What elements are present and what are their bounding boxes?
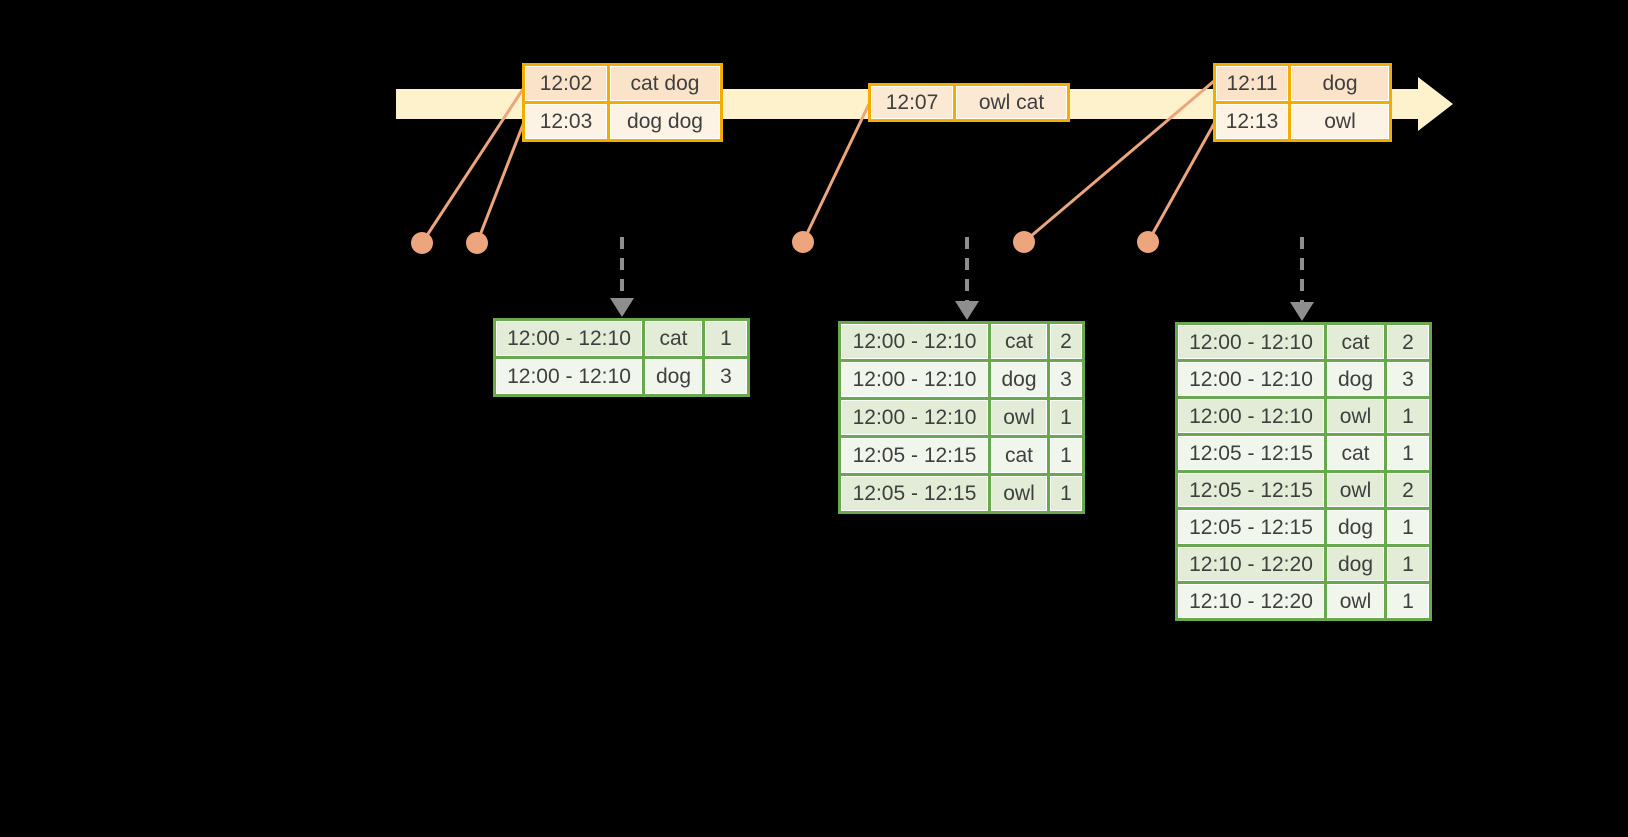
word-cell: dog <box>1327 362 1384 396</box>
event-dot <box>1013 231 1035 253</box>
word-cell: dog <box>1327 510 1384 544</box>
event-time-cell: 12:02 <box>525 66 607 101</box>
result-row: 12:00 - 12:10 dog 3 <box>841 362 1082 397</box>
window-range-cell: 12:05 - 12:15 <box>1178 510 1324 544</box>
word-cell: dog <box>645 359 702 394</box>
word-cell: owl <box>991 400 1047 435</box>
word-cell: cat <box>1327 436 1384 470</box>
result-row: 12:00 - 12:10 dog 3 <box>1178 362 1429 396</box>
window-range-cell: 12:10 - 12:20 <box>1178 584 1324 618</box>
count-cell: 3 <box>1387 362 1429 396</box>
count-cell: 1 <box>1050 400 1082 435</box>
count-cell: 1 <box>1050 476 1082 511</box>
input-row: 12:02 cat dog <box>525 66 720 101</box>
dashed-arrow-head <box>1290 302 1314 321</box>
window-range-cell: 12:00 - 12:10 <box>1178 325 1324 359</box>
word-cell: owl <box>1327 399 1384 433</box>
event-dots <box>411 231 1159 254</box>
window-range-cell: 12:00 - 12:10 <box>841 400 988 435</box>
window-range-cell: 12:05 - 12:15 <box>841 438 988 473</box>
result-row: 12:10 - 12:20 dog 1 <box>1178 547 1429 581</box>
count-cell: 1 <box>1387 399 1429 433</box>
window-range-cell: 12:05 - 12:15 <box>841 476 988 511</box>
event-dot <box>792 231 814 253</box>
event-words-cell: owl cat <box>956 86 1067 119</box>
word-cell: cat <box>645 321 702 356</box>
count-cell: 2 <box>1050 324 1082 359</box>
word-cell: cat <box>991 438 1047 473</box>
event-dot <box>466 232 488 254</box>
event-words-cell: cat dog <box>610 66 720 101</box>
count-cell: 3 <box>705 359 747 394</box>
event-words-cell: dog dog <box>610 104 720 139</box>
result-table-3: 12:00 - 12:10 cat 2 12:00 - 12:10 dog 3 … <box>1175 322 1432 621</box>
count-cell: 2 <box>1387 325 1429 359</box>
connector-line <box>1023 79 1215 244</box>
result-row: 12:05 - 12:15 cat 1 <box>841 438 1082 473</box>
result-row: 12:05 - 12:15 cat 1 <box>1178 436 1429 470</box>
result-row: 12:00 - 12:10 owl 1 <box>841 400 1082 435</box>
event-time-cell: 12:03 <box>525 104 607 139</box>
input-row: 12:03 dog dog <box>525 104 720 139</box>
dashed-arrow-head <box>610 298 634 317</box>
input-batch-table-3: 12:11 dog 12:13 owl <box>1213 63 1392 142</box>
window-range-cell: 12:00 - 12:10 <box>841 324 988 359</box>
count-cell: 1 <box>1050 438 1082 473</box>
result-row: 12:00 - 12:10 cat 2 <box>1178 325 1429 359</box>
window-range-cell: 12:00 - 12:10 <box>496 321 642 356</box>
event-time-cell: 12:13 <box>1216 104 1288 139</box>
event-words-cell: owl <box>1291 104 1389 139</box>
result-row: 12:10 - 12:20 owl 1 <box>1178 584 1429 618</box>
word-cell: cat <box>991 324 1047 359</box>
result-row: 12:00 - 12:10 cat 1 <box>496 321 747 356</box>
result-row: 12:00 - 12:10 dog 3 <box>496 359 747 394</box>
event-dot <box>411 232 433 254</box>
word-cell: owl <box>991 476 1047 511</box>
window-range-cell: 12:05 - 12:15 <box>1178 436 1324 470</box>
input-row: 12:11 dog <box>1216 66 1389 101</box>
result-row: 12:05 - 12:15 owl 2 <box>1178 473 1429 507</box>
count-cell: 1 <box>705 321 747 356</box>
connector-line <box>475 121 526 244</box>
dashed-arrow-head <box>955 301 979 320</box>
event-words-cell: dog <box>1291 66 1389 101</box>
count-cell: 2 <box>1387 473 1429 507</box>
connector-line <box>420 88 525 244</box>
result-row: 12:00 - 12:10 owl 1 <box>1178 399 1429 433</box>
event-dot <box>1137 231 1159 253</box>
result-row: 12:00 - 12:10 cat 2 <box>841 324 1082 359</box>
count-cell: 3 <box>1050 362 1082 397</box>
word-cell: owl <box>1327 584 1384 618</box>
window-range-cell: 12:10 - 12:20 <box>1178 547 1324 581</box>
word-cell: owl <box>1327 473 1384 507</box>
word-cell: dog <box>991 362 1047 397</box>
window-range-cell: 12:00 - 12:10 <box>496 359 642 394</box>
connector-line <box>801 103 871 243</box>
window-range-cell: 12:00 - 12:10 <box>841 362 988 397</box>
count-cell: 1 <box>1387 436 1429 470</box>
connector-lines <box>420 79 1217 244</box>
result-row: 12:05 - 12:15 dog 1 <box>1178 510 1429 544</box>
word-cell: cat <box>1327 325 1384 359</box>
input-row: 12:07 owl cat <box>871 86 1067 119</box>
word-cell: dog <box>1327 547 1384 581</box>
event-time-cell: 12:07 <box>871 86 953 119</box>
window-range-cell: 12:05 - 12:15 <box>1178 473 1324 507</box>
trigger-arrows <box>610 237 1314 321</box>
result-row: 12:05 - 12:15 owl 1 <box>841 476 1082 511</box>
input-batch-table-1: 12:02 cat dog 12:03 dog dog <box>522 63 723 142</box>
result-table-2: 12:00 - 12:10 cat 2 12:00 - 12:10 dog 3 … <box>838 321 1085 514</box>
window-range-cell: 12:00 - 12:10 <box>1178 399 1324 433</box>
count-cell: 1 <box>1387 547 1429 581</box>
result-table-1: 12:00 - 12:10 cat 1 12:00 - 12:10 dog 3 <box>493 318 750 397</box>
count-cell: 1 <box>1387 584 1429 618</box>
input-batch-table-2: 12:07 owl cat <box>868 83 1070 122</box>
window-range-cell: 12:00 - 12:10 <box>1178 362 1324 396</box>
event-time-cell: 12:11 <box>1216 66 1288 101</box>
count-cell: 1 <box>1387 510 1429 544</box>
input-row: 12:13 owl <box>1216 104 1389 139</box>
connector-line <box>1146 121 1217 243</box>
